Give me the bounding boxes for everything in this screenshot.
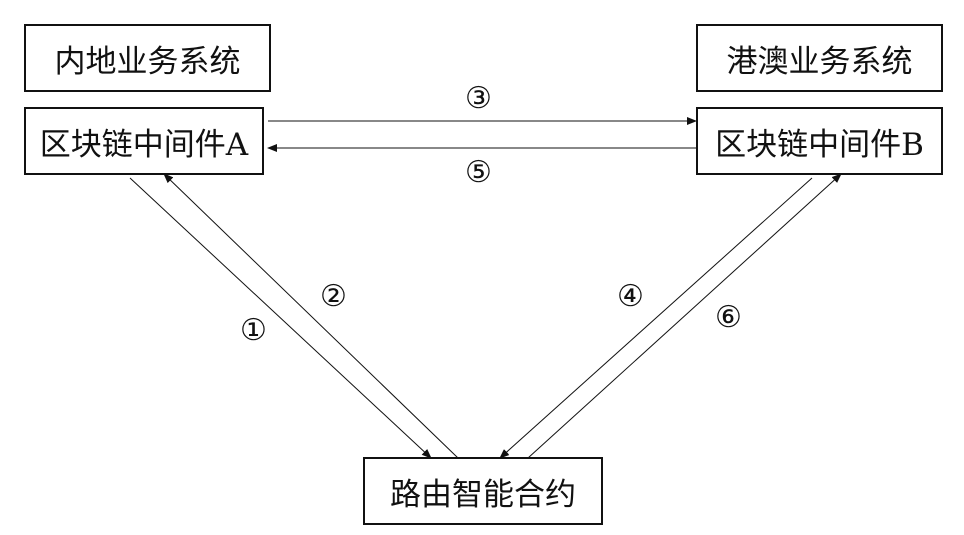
step-5-label: ⑤ bbox=[465, 155, 492, 190]
arrow-step-4 bbox=[499, 177, 813, 459]
step-3-label: ③ bbox=[465, 81, 492, 116]
step-4-label: ④ bbox=[617, 279, 644, 314]
blockchain-middleware-b-label: 区块链中间件B bbox=[715, 126, 924, 163]
step-2-label: ② bbox=[320, 279, 347, 314]
step-6-label: ⑥ bbox=[715, 300, 742, 335]
hk-macau-business-system-label: 港澳业务系统 bbox=[726, 43, 913, 80]
arrow-step-2 bbox=[163, 173, 459, 459]
blockchain-middleware-a-label: 区块链中间件A bbox=[39, 126, 249, 163]
step-1-label: ① bbox=[240, 313, 267, 348]
mainland-business-system-box: 内地业务系统 bbox=[24, 24, 271, 92]
arrow-step-6 bbox=[527, 173, 842, 459]
blockchain-middleware-a-box: 区块链中间件A bbox=[24, 107, 264, 175]
hk-macau-business-system-box: 港澳业务系统 bbox=[696, 24, 943, 92]
routing-smart-contract-label: 路由智能合约 bbox=[390, 476, 576, 513]
mainland-business-system-label: 内地业务系统 bbox=[54, 43, 241, 80]
blockchain-middleware-b-box: 区块链中间件B bbox=[696, 107, 943, 175]
routing-smart-contract-box: 路由智能合约 bbox=[363, 457, 603, 525]
arrow-step-1 bbox=[129, 177, 432, 459]
